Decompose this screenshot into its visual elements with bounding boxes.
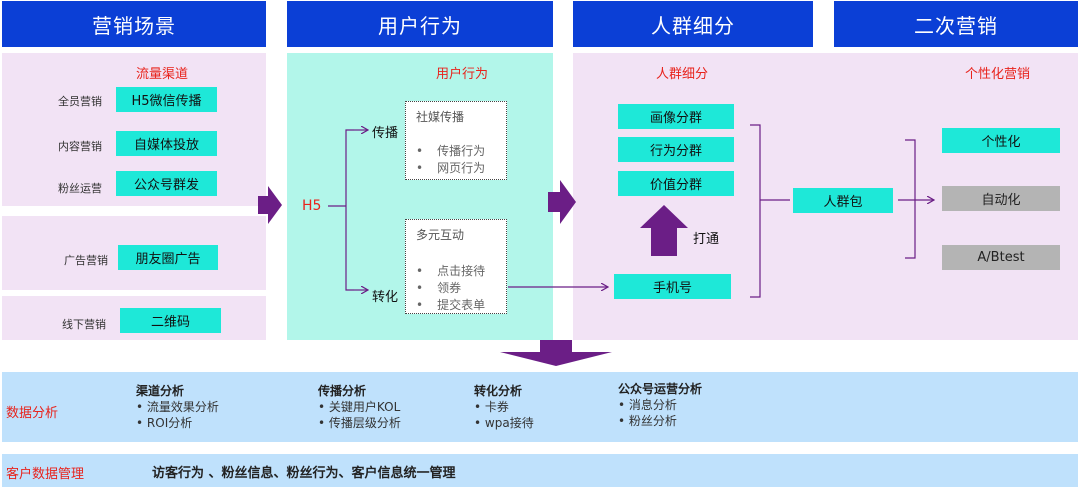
crowd-pack-box: 人群包 [793,188,893,213]
interaction-item: 点击接待 [416,262,485,279]
segment-box: 价值分群 [618,171,734,196]
segment-box: 行为分群 [618,137,734,162]
scenario-value: H5微信传播 [116,87,217,112]
social-spread-box: 社媒传播 传播行为 网页行为 [405,101,507,180]
remarketing-item: 自动化 [942,186,1060,211]
segment-subtitle: 人群细分 [656,67,709,82]
analysis-column: 公众号运营分析 • 消息分析 • 粉丝分析 [618,382,703,428]
interaction-box: 多元互动 点击接待 领券 提交表单 [405,219,507,314]
scenario-subtitle: 流量渠道 [136,67,189,82]
analysis-bar [2,372,1078,442]
analysis-item: 卡券 [484,400,509,414]
remarketing-item: A/Btest [942,245,1060,270]
social-spread-title: 社媒传播 [416,110,465,124]
header-marketing-scenario: 营销场景 [2,1,266,47]
customer-data-text: 访客行为 、粉丝信息、粉丝行为、客户信息统一管理 [152,466,456,481]
branch-spread-label: 传播 [372,126,399,141]
interaction-title: 多元互动 [416,228,465,242]
scenario-value: 公众号群发 [116,171,217,196]
analysis-item: 关键用户KOL [328,400,401,414]
analysis-label: 数据分析 [6,406,59,421]
scenario-value: 二维码 [120,308,221,333]
scenario-label: 广告营销 [64,254,108,267]
up-arrow-icon [640,205,688,256]
header-user-behavior: 用户行为 [287,1,553,47]
header-crowd-segment: 人群细分 [573,1,813,47]
down-arrow-icon [500,340,612,366]
connect-label: 打通 [693,232,720,247]
analysis-column: 渠道分析 • 流量效果分析 • ROI分析 [136,384,219,430]
scenario-value: 自媒体投放 [116,131,217,156]
analysis-item: 传播层级分析 [328,416,401,430]
customer-data-bar [2,454,1078,487]
flow-arrow-icon [548,180,576,224]
branch-convert-label: 转化 [372,290,399,305]
segment-box: 画像分群 [618,104,734,129]
flow-arrow-icon [258,186,282,224]
scenario-label: 内容营销 [58,140,102,153]
scenario-label: 线下营销 [62,318,106,331]
remarketing-subtitle: 个性化营销 [965,67,1031,82]
interaction-item: 提交表单 [416,296,485,313]
social-item: 网页行为 [416,159,485,176]
behavior-source: H5 [302,198,322,214]
analysis-column-title: 公众号运营分析 [618,382,703,396]
scenario-label: 全员营销 [58,95,102,108]
remarketing-item: 个性化 [942,128,1060,153]
header-remarketing: 二次营销 [834,1,1078,47]
behavior-subtitle: 用户行为 [436,67,489,82]
analysis-column-title: 转化分析 [474,384,523,398]
scenario-value: 朋友圈广告 [118,245,218,270]
analysis-item: 流量效果分析 [146,400,219,414]
interaction-item: 领券 [416,279,485,296]
analysis-item: ROI分析 [146,416,193,430]
social-item: 传播行为 [416,142,485,159]
analysis-column: 传播分析 • 关键用户KOL • 传播层级分析 [318,384,401,430]
analysis-column: 转化分析 • 卡券 • wpa接待 [474,384,534,430]
analysis-item: 粉丝分析 [628,414,677,428]
analysis-column-title: 传播分析 [318,384,367,398]
phone-box: 手机号 [614,274,731,299]
scenario-label: 粉丝运营 [58,182,102,195]
analysis-item: 消息分析 [628,398,677,412]
analysis-item: wpa接待 [484,416,534,430]
customer-data-label: 客户数据管理 [6,467,85,482]
analysis-column-title: 渠道分析 [136,384,185,398]
